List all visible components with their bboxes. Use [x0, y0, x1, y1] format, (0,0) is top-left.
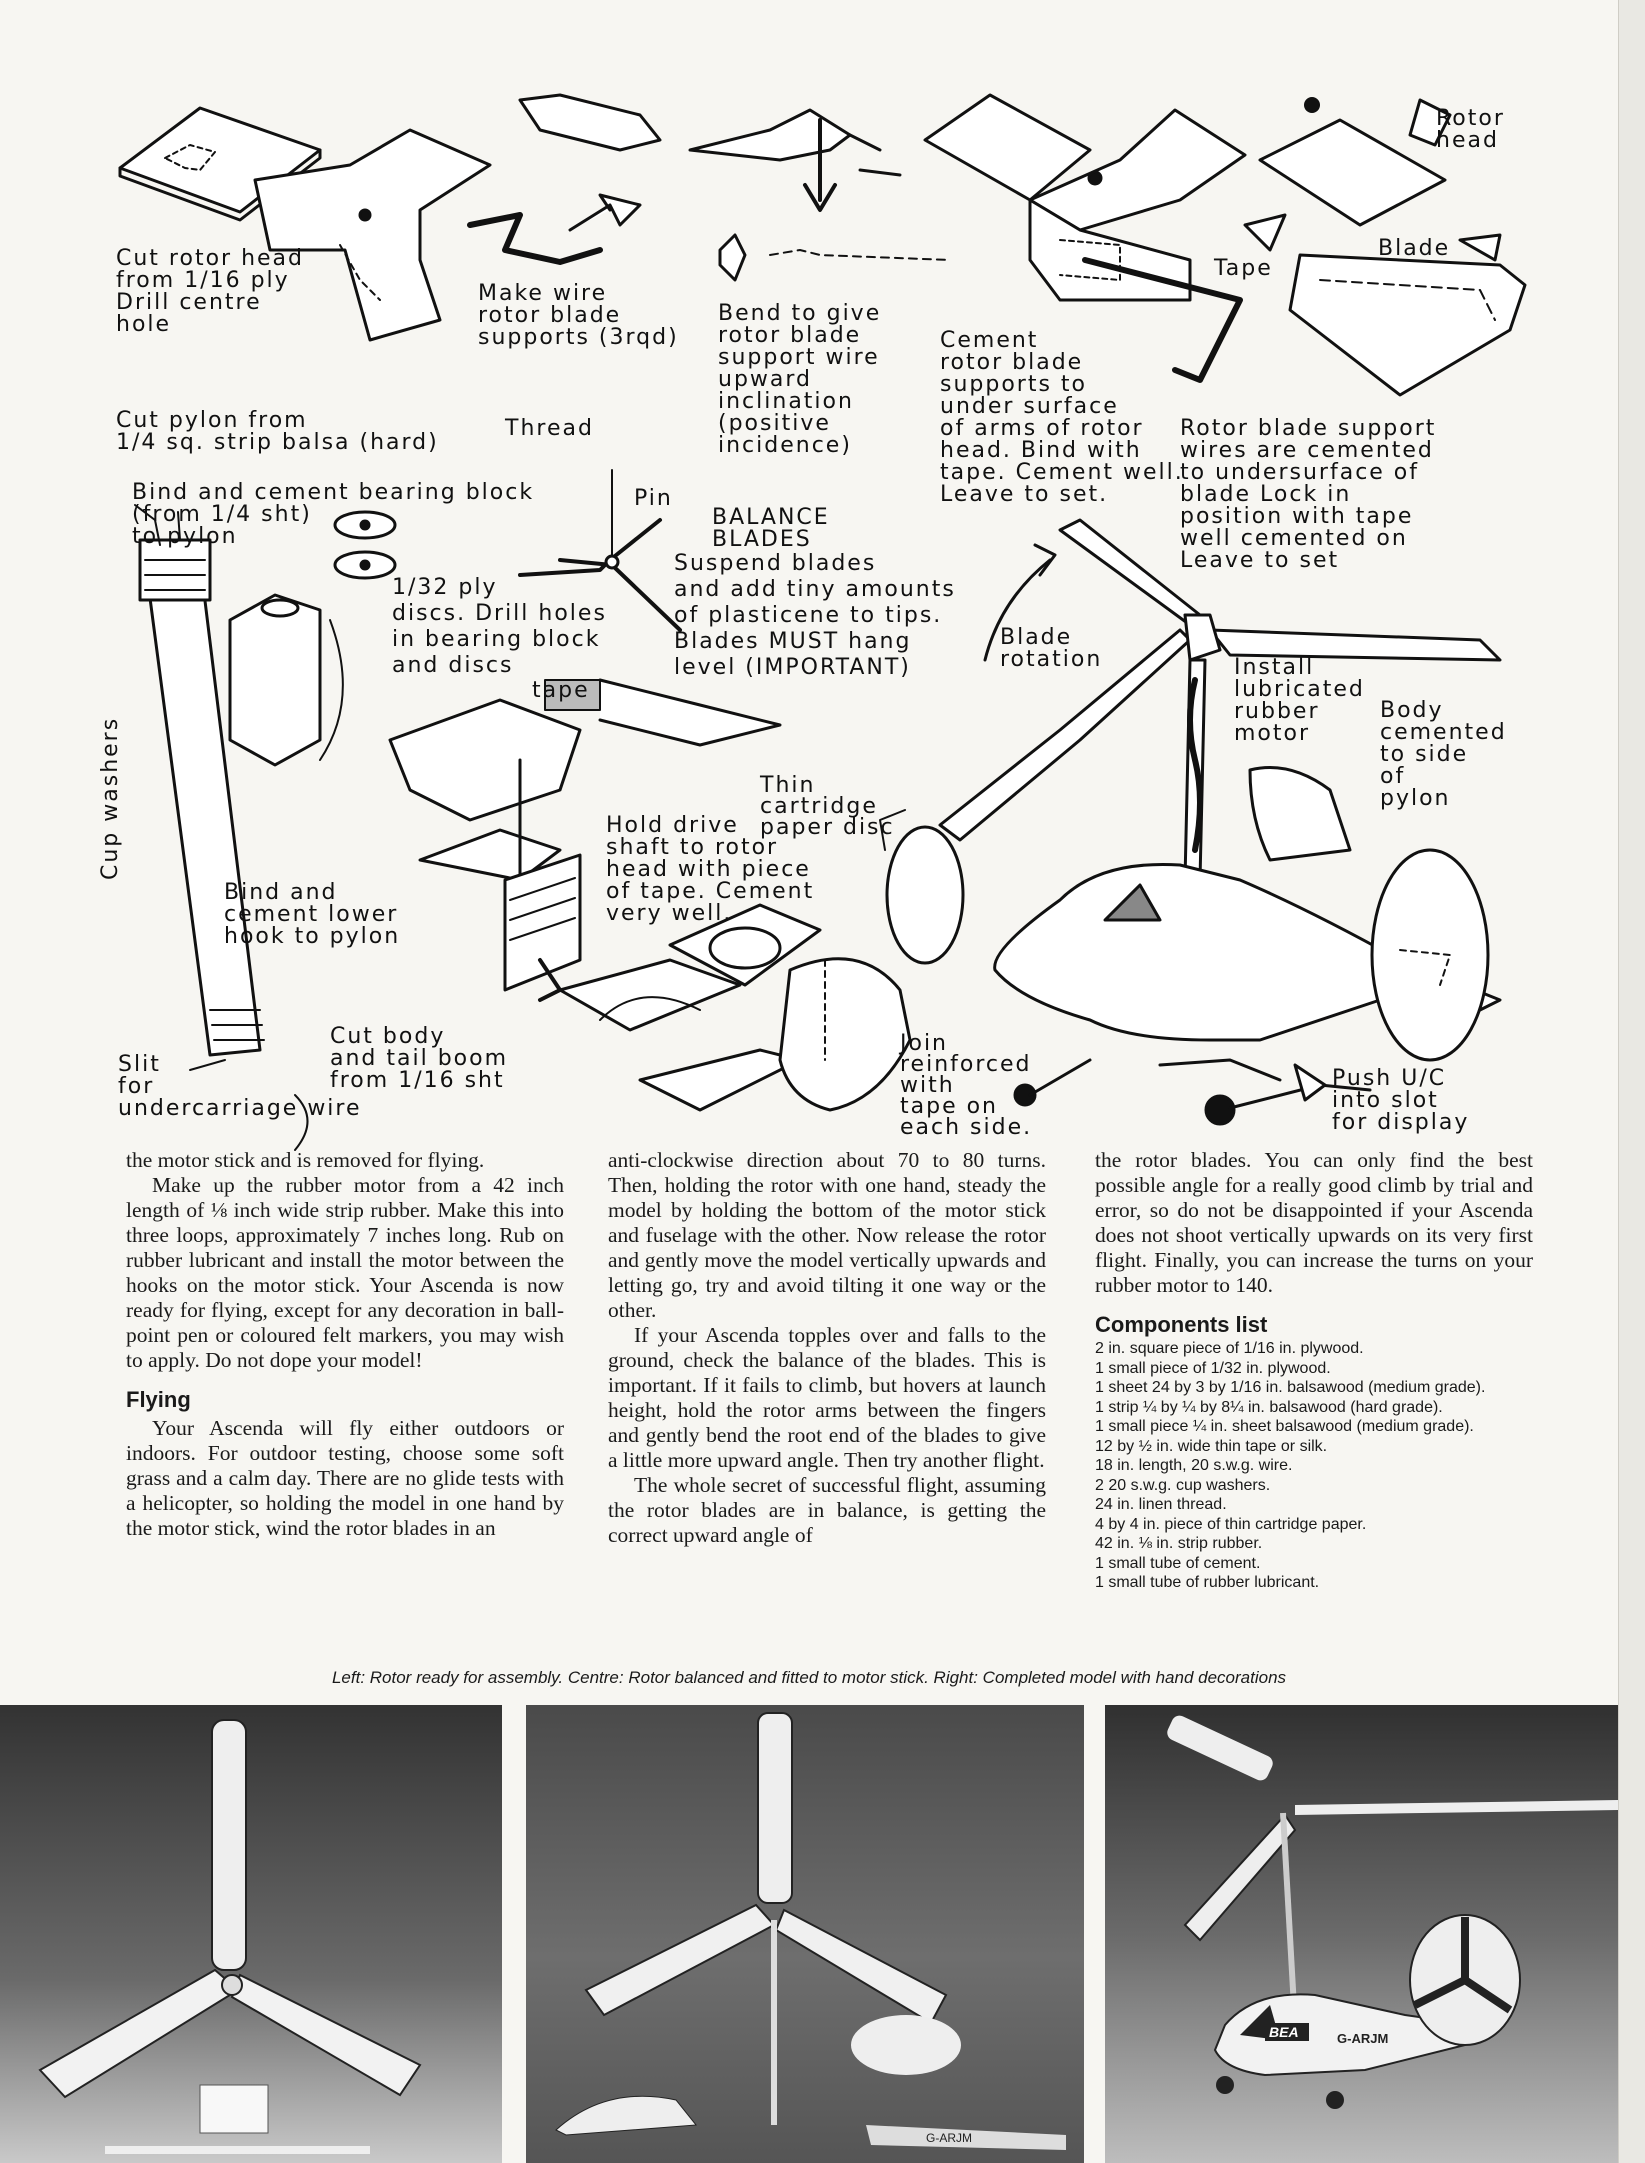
- bearing-block: [228, 593, 322, 767]
- model-rotor: [1058, 518, 1202, 627]
- body-side: [778, 957, 912, 1112]
- label-thin-cartridge: Thin cartridge paper disc: [760, 773, 895, 840]
- label-blade-rotation: Blade rotation: [1000, 625, 1103, 672]
- component-item: 42 in. ⅛ in. strip rubber.: [1095, 1535, 1263, 1552]
- component-item: 4 by 4 in. piece of thin cartridge paper…: [1095, 1515, 1367, 1533]
- label-install-motor: Install lubricated rubber motor: [1234, 655, 1365, 746]
- label-cut-rotor-head: Cut rotor head from 1/16 ply Drill centr…: [116, 246, 304, 337]
- component-item: 24 in. linen thread.: [1095, 1496, 1227, 1513]
- col2-paragraph-1: If your Ascenda topples over and falls t…: [608, 1323, 1046, 1472]
- label-ply-discs: 1/32 ply discs. Drill holes in bearing b…: [392, 575, 607, 678]
- label-bind-bearing: Bind and cement bearing block (from 1/4 …: [132, 480, 535, 549]
- col2-paragraph-2: The whole secret of successful flight, a…: [608, 1473, 1046, 1547]
- label-tape-small: tape: [532, 678, 590, 703]
- label-slit-for: Slit for undercarriage wire: [118, 1052, 362, 1121]
- label-bend-wire: Bend to give rotor blade support wire up…: [718, 301, 882, 458]
- components-heading: Components list: [1095, 1312, 1268, 1337]
- label-push-uc: Push U/C into slot for display: [1332, 1066, 1470, 1135]
- label-tape: Tape: [1214, 256, 1273, 281]
- text-column-3: the rotor blades. You can only find the …: [1095, 1148, 1533, 1593]
- component-item: 1 small piece ¼ in. sheet balsawood (med…: [1095, 1418, 1474, 1435]
- photo-centre: G-ARJM: [526, 1705, 1084, 2163]
- component-item: 1 small piece of 1/32 in. plywood.: [1095, 1359, 1331, 1377]
- assembly-diagram: [118, 93, 1527, 1151]
- component-item: 1 small tube of rubber lubricant.: [1095, 1574, 1320, 1591]
- label-balance-text: Suspend blades and add tiny amounts of p…: [674, 551, 956, 680]
- label-hold-drive: Hold drive shaft to rotor head with piec…: [606, 813, 815, 926]
- pliers-icon: [518, 93, 662, 152]
- label-thread: Thread: [505, 416, 594, 441]
- flying-heading: Flying: [126, 1387, 191, 1412]
- label-cement-supports: Cement rotor blade supports to under sur…: [940, 328, 1184, 507]
- label-cut-body: Cut body and tail boom from 1/16 sht: [330, 1024, 509, 1093]
- label-body-cemented: Body cemented to side of pylon: [1380, 698, 1507, 811]
- bea-logo-text: BEA: [1269, 2024, 1299, 2040]
- col3-paragraph-0: the rotor blades. You can only find the …: [1095, 1148, 1533, 1297]
- component-item: 12 by ½ in. wide thin tape or silk.: [1095, 1437, 1328, 1455]
- component-item: 1 small tube of cement.: [1095, 1554, 1261, 1572]
- col1-paragraph-1: Make up the rubber motor from a 42 inch …: [126, 1173, 564, 1372]
- col2-paragraph-0: anti-clockwise direction about 70 to 80 …: [608, 1148, 1046, 1322]
- component-item: 1 strip ¼ by ¼ by 8¼ in. balsawood (hard…: [1095, 1398, 1443, 1416]
- photo-left: [0, 1705, 502, 2163]
- rotor-head-cut: [253, 128, 492, 342]
- label-cup-washers: Cup washers: [98, 716, 123, 880]
- component-item: 2 20 s.w.g. cup washers.: [1095, 1476, 1271, 1494]
- component-item: 18 in. length, 20 s.w.g. wire.: [1095, 1457, 1293, 1474]
- label-join-reinforced: Join reinforced with tape on each side.: [900, 1031, 1033, 1140]
- body-template: [668, 903, 822, 987]
- rotor-head-assembly: [923, 93, 1092, 202]
- col1-paragraph-0: the motor stick and is removed for flyin…: [126, 1148, 485, 1172]
- registration-text: G-ARJM: [1337, 2031, 1388, 2046]
- label-rotor-blade-support: Rotor blade support wires are cemented t…: [1180, 416, 1437, 573]
- text-column-1: the motor stick and is removed for flyin…: [126, 1148, 564, 1541]
- label-make-wire: Make wire rotor blade supports (3rqd): [478, 281, 679, 350]
- component-item: 1 sheet 24 by 3 by 1/16 in. balsawood (m…: [1095, 1379, 1486, 1396]
- wire-support-icon: [467, 212, 603, 265]
- label-bind-lower-hook: Bind and cement lower hook to pylon: [224, 880, 401, 949]
- photo-caption: Left: Rotor ready for assembly. Centre: …: [331, 1668, 1287, 1687]
- col1-paragraph-2: Your Ascenda will fly either outdoors or…: [126, 1416, 564, 1540]
- tail-disc: [1370, 848, 1490, 1062]
- label-rotor-head: Rotor head: [1436, 106, 1505, 153]
- page-edge: [1618, 0, 1645, 2163]
- text-column-2: anti-clockwise direction about 70 to 80 …: [608, 1148, 1046, 1548]
- rotor-hub-mid: [388, 698, 582, 822]
- label-balance-title: BALANCE BLADES: [712, 505, 830, 552]
- components-list: 2 in. square piece of 1/16 in. plywood. …: [1095, 1339, 1533, 1593]
- tail-boom-text: G-ARJM: [926, 2131, 972, 2145]
- balance-blades: [518, 518, 662, 577]
- label-blade: Blade: [1378, 236, 1451, 261]
- component-item: 2 in. square piece of 1/16 in. plywood.: [1095, 1340, 1364, 1357]
- label-pin: Pin: [634, 486, 673, 511]
- label-cut-pylon: Cut pylon from 1/4 sq. strip balsa (hard…: [116, 408, 439, 455]
- photo-right: BEA G-ARJM: [1105, 1705, 1618, 2163]
